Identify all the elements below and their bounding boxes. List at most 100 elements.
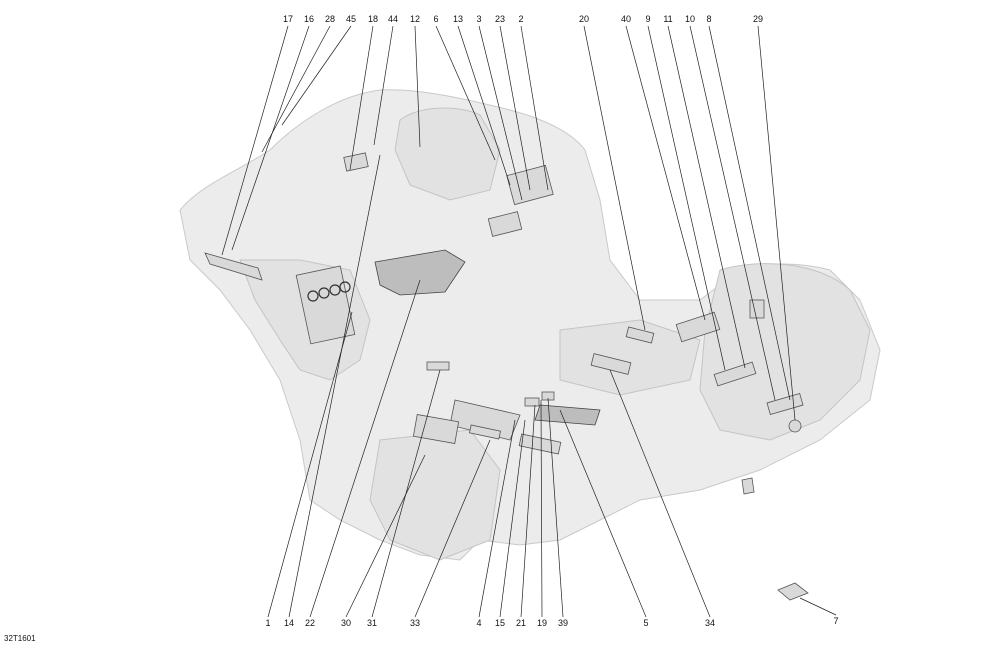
front-fender [179, 89, 881, 561]
leader-line-45 [281, 25, 352, 126]
decal-loose-7 [777, 582, 809, 601]
callout-label-23: 23 [495, 14, 505, 24]
leader-line-11 [667, 25, 746, 369]
leader-line-17 [221, 25, 289, 256]
decal-rear-1 [675, 311, 721, 343]
seat [559, 319, 701, 396]
leader-line-30 [345, 454, 426, 618]
atv-body [179, 89, 881, 561]
decal-handlebar-1 [343, 152, 369, 172]
decal-seat-1 [590, 353, 632, 375]
callout-label-15: 15 [495, 618, 505, 628]
leader-line-23 [499, 25, 531, 191]
decals [204, 152, 809, 601]
decal-side-swoosh [374, 249, 466, 296]
callout-label-29: 29 [753, 14, 763, 24]
decal-circle-4 [339, 281, 351, 293]
leader-line-33 [414, 439, 491, 618]
callout-label-11: 11 [663, 14, 672, 24]
leader-line-20 [583, 25, 646, 331]
decal-footwell [449, 399, 521, 441]
leader-line-5 [559, 409, 647, 618]
decal-step [469, 424, 501, 440]
leader-line-14 [288, 154, 381, 618]
decal-small-a [524, 397, 540, 407]
decal-circle-1 [307, 290, 319, 302]
rear-rack [699, 263, 871, 441]
leader-line-4 [478, 419, 516, 618]
handlebar-pod [394, 107, 501, 201]
callout-label-4: 4 [476, 618, 481, 628]
callout-label-28: 28 [325, 14, 335, 24]
leader-line-40 [625, 25, 706, 321]
decal-rear-3 [766, 393, 804, 415]
callout-label-5: 5 [643, 618, 648, 628]
leader-line-13 [457, 25, 511, 186]
decal-handlebar-2 [487, 211, 523, 237]
leader-line-18 [349, 25, 374, 171]
decal-seat-2 [625, 326, 655, 344]
leader-line-39 [547, 397, 564, 618]
leader-line-22 [309, 279, 421, 618]
callout-label-3: 3 [476, 14, 481, 24]
callout-label-14: 14 [284, 618, 294, 628]
leader-line-44 [373, 25, 394, 146]
callout-label-10: 10 [685, 14, 695, 24]
callout-label-31: 31 [367, 618, 377, 628]
callout-label-39: 39 [558, 618, 568, 628]
decal-rack-tag [749, 299, 765, 319]
decal-hitch-tag [741, 477, 755, 495]
leader-line-3 [478, 25, 523, 201]
callout-label-6: 6 [433, 14, 438, 24]
decal-rear-2 [713, 361, 757, 387]
figure-id: 32T1601 [4, 634, 36, 643]
decal-rear-round [788, 419, 802, 433]
callout-label-19: 19 [537, 618, 547, 628]
callout-label-7: 7 [833, 616, 838, 626]
leader-line-21 [520, 404, 536, 618]
callout-label-9: 9 [645, 14, 650, 24]
decal-front-logo [204, 252, 263, 281]
callout-label-20: 20 [579, 14, 589, 24]
leader-line-7 [799, 597, 837, 616]
callout-label-16: 16 [304, 14, 314, 24]
leader-line-19 [540, 399, 543, 618]
leader-line-34 [609, 369, 711, 618]
leader-line-28 [261, 25, 331, 153]
leader-line-2 [520, 25, 549, 191]
callout-label-30: 30 [341, 618, 351, 628]
callout-label-21: 21 [516, 618, 526, 628]
callout-label-13: 13 [453, 14, 463, 24]
leader-line-1 [267, 311, 353, 618]
leader-line-29 [757, 25, 796, 421]
callout-label-2: 2 [518, 14, 523, 24]
callout-label-45: 45 [346, 14, 356, 24]
decal-circle-3 [329, 284, 341, 296]
leader-line-15 [499, 419, 526, 618]
callout-label-44: 44 [388, 14, 398, 24]
decal-circle-2 [318, 287, 330, 299]
leader-line-10 [689, 25, 776, 401]
callout-label-12: 12 [410, 14, 420, 24]
leader-line-6 [435, 25, 496, 161]
callout-label-22: 22 [305, 618, 315, 628]
decal-footwell-2 [534, 404, 601, 426]
callout-label-33: 33 [410, 618, 420, 628]
decal-storage-lid [412, 414, 460, 444]
callout-label-1: 1 [265, 618, 270, 628]
leader-lines [221, 25, 837, 618]
decal-fender-tag [426, 361, 450, 371]
callout-label-18: 18 [368, 14, 378, 24]
leader-line-16 [231, 25, 310, 251]
storage-box [369, 429, 501, 561]
callout-label-17: 17 [283, 14, 293, 24]
leader-line-9 [647, 25, 726, 371]
callout-label-40: 40 [621, 14, 631, 24]
leader-line-8 [708, 25, 791, 401]
callout-label-8: 8 [706, 14, 711, 24]
callout-label-34: 34 [705, 618, 715, 628]
leader-line-12 [414, 25, 421, 148]
